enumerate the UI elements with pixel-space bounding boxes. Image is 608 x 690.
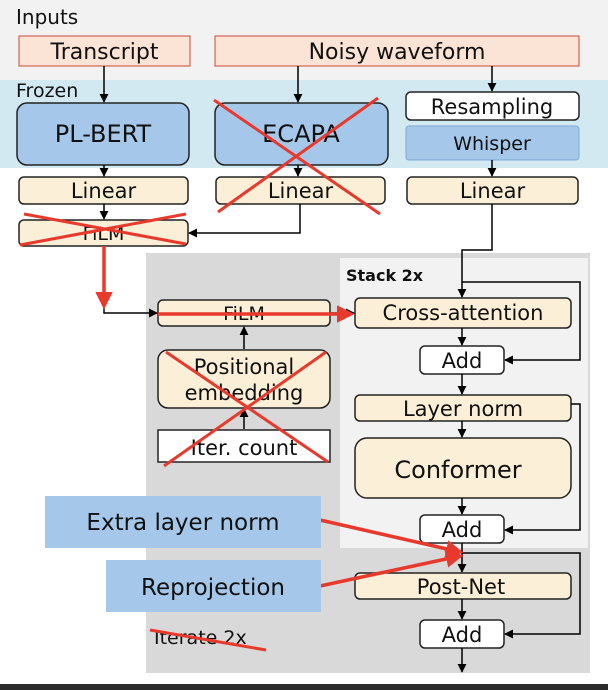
iter-count-block: Iter. count [157, 429, 331, 463]
extra-layer-norm-text: Extra layer norm [86, 510, 279, 536]
bottom-border [0, 684, 608, 690]
extra-layer-norm-callout: Extra layer norm [45, 496, 321, 548]
add-label-1: Add [442, 349, 483, 373]
transcript-label: Transcript [50, 40, 159, 65]
whisper-block: Whisper [405, 125, 580, 161]
linear-label-1: Linear [71, 179, 137, 203]
reprojection-red-arrow [319, 550, 464, 588]
noisy-waveform-label: Noisy waveform [309, 40, 486, 65]
transcript-block: Transcript [18, 35, 191, 67]
reprojection-callout: Reprojection [106, 560, 321, 612]
iter-count-label: Iter. count [191, 436, 298, 460]
cross-attention-block: Cross-attention [354, 297, 572, 329]
pl-bert-block: PL-BERT [16, 102, 190, 166]
whisper-label: Whisper [453, 133, 531, 155]
add-label-2: Add [442, 518, 483, 542]
add-block-1: Add [419, 345, 505, 375]
inputs-label: Inputs [16, 5, 78, 29]
noisy-waveform-block: Noisy waveform [214, 35, 580, 67]
linear-label-3: Linear [460, 179, 526, 203]
positional-embedding-label-2: embedding [185, 381, 304, 405]
cross-attention-label: Cross-attention [383, 301, 544, 325]
layer-norm-block: Layer norm [354, 394, 572, 422]
positional-embedding-block: Positional embedding [157, 349, 331, 409]
resampling-block: Resampling [405, 91, 580, 121]
ecapa-cross-line-b [217, 96, 379, 214]
add-block-2: Add [419, 514, 505, 544]
conformer-block: Conformer [354, 437, 572, 499]
ecapa-block: ECAPA [214, 102, 389, 166]
post-net-label: Post-Net [417, 575, 505, 599]
positional-embedding-label-1: Positional [194, 355, 294, 379]
linear-block-1: Linear [18, 176, 189, 205]
conformer-label: Conformer [394, 456, 521, 484]
post-net-block: Post-Net [354, 572, 572, 600]
frozen-label: Frozen [16, 80, 78, 102]
stack-label: Stack 2x [346, 266, 424, 285]
layer-norm-label: Layer norm [403, 397, 523, 421]
film-cross-line-b [19, 212, 187, 247]
extra-layer-norm-red-arrow [319, 518, 464, 558]
iterate-strike-line [149, 628, 267, 652]
linear-label-2: Linear [268, 179, 334, 203]
add-block-3: Add [419, 619, 505, 649]
resampling-label: Resampling [431, 95, 553, 119]
add-label-3: Add [442, 623, 483, 647]
pl-bert-label: PL-BERT [55, 120, 152, 148]
cross-marks [19, 96, 464, 652]
film-left-block: FiLM [18, 219, 189, 247]
posemb-cross-line-b [163, 350, 327, 468]
reprojection-text: Reprojection [141, 575, 285, 601]
linear-block-3: Linear [406, 176, 579, 205]
